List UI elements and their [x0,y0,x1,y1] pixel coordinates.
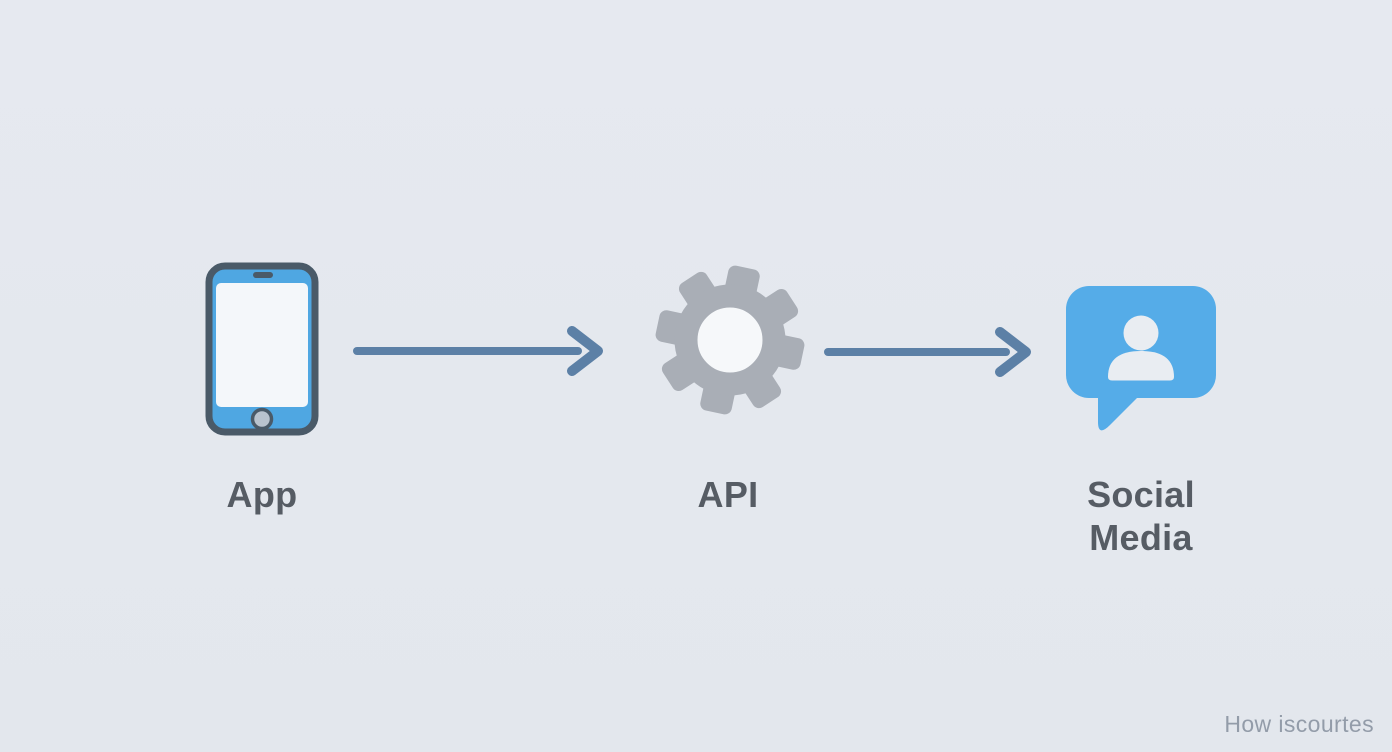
speech-bubble-icon [1066,286,1216,431]
arrow-head [567,326,603,376]
person-icon [1108,315,1174,381]
node-label-social-media: Social Media [1087,474,1195,558]
arrow-icon-api-to-social [824,327,1031,377]
watermark-text: How iscourtes [1224,711,1374,737]
phone-screen [216,283,308,407]
bubble-tail [1098,382,1144,431]
arrow-head [995,327,1031,377]
node-label-app: App [226,474,298,515]
node-label-api: API [697,474,759,515]
gear-icon [655,265,805,415]
arrow-icon-app-to-api [353,326,603,376]
gear-ring [674,284,786,396]
phone-speaker [253,272,273,278]
gear-hole [697,307,763,373]
smartphone-icon [205,262,319,436]
phone-home-button [250,407,274,431]
